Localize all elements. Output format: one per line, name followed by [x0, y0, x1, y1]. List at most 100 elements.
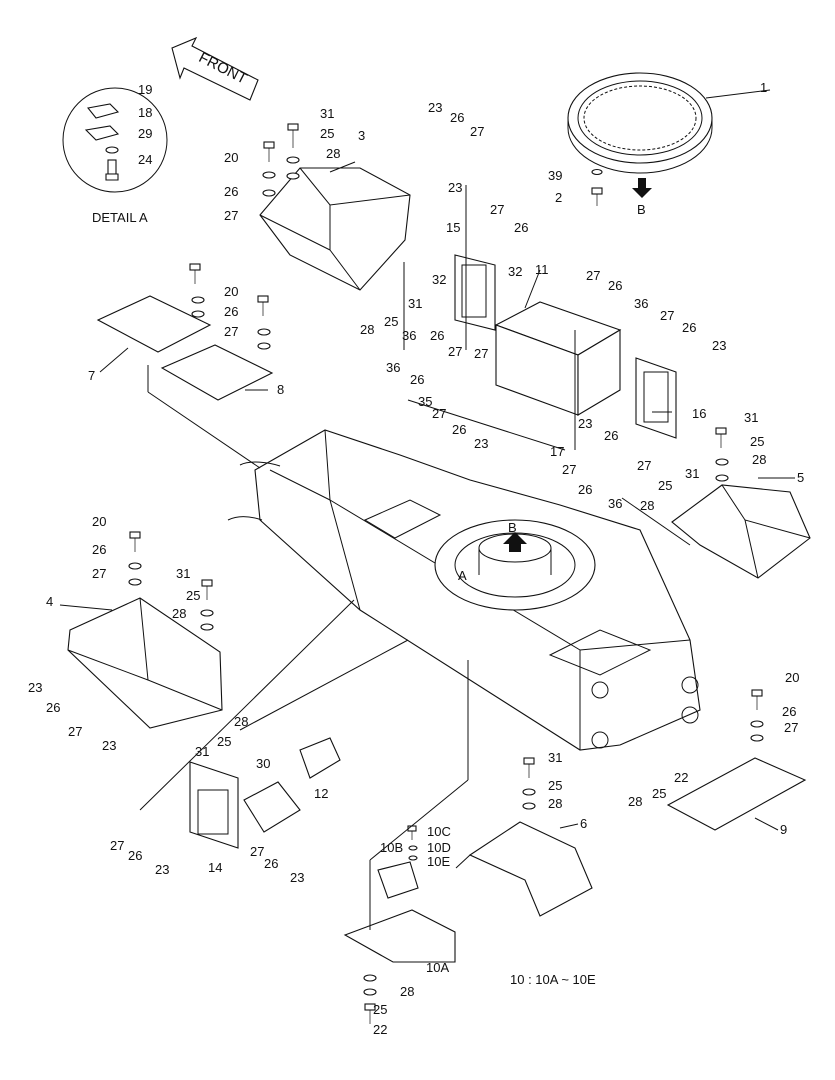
callout-23-h: 23 [155, 862, 169, 877]
callout-17: 17 [550, 444, 564, 459]
callout-29: 29 [138, 126, 152, 141]
callout-9: 9 [780, 822, 787, 837]
bracket-15 [454, 254, 496, 331]
callout-30: 30 [256, 756, 270, 771]
callout-36-a: 36 [402, 328, 416, 343]
callout-36-c: 36 [634, 296, 648, 311]
callout-27-i: 27 [432, 406, 446, 421]
callout-27-c: 27 [224, 324, 238, 339]
callout-26-b: 26 [224, 184, 238, 199]
callout-27-k: 27 [637, 458, 651, 473]
callout-25-i: 25 [373, 1002, 387, 1017]
callout-27-j: 27 [562, 462, 576, 477]
callout-23-b: 23 [448, 180, 462, 195]
callout-18: 18 [138, 105, 152, 120]
callout-23-g: 23 [102, 738, 116, 753]
callout-27-p: 27 [250, 844, 264, 859]
callout-27-b: 27 [224, 208, 238, 223]
detail-a: DETAIL A [62, 87, 168, 225]
callout-16: 16 [692, 406, 706, 421]
callout-26-j: 26 [604, 428, 618, 443]
callout-28-g: 28 [548, 796, 562, 811]
bracket-10a [343, 861, 456, 963]
callout-15: 15 [446, 220, 460, 235]
callout-35: 35 [418, 394, 432, 409]
callout-20-d: 20 [785, 670, 799, 685]
callout-31-g: 31 [548, 750, 562, 765]
callout-1: 1 [760, 80, 767, 95]
callout-20-a: 20 [224, 150, 238, 165]
parts-30-12 [243, 737, 341, 833]
view-a: A [458, 568, 467, 583]
callout-23-f: 23 [28, 680, 42, 695]
view-b-top: B [637, 202, 646, 217]
cover-3 [259, 167, 411, 291]
callout-27-l: 27 [92, 566, 106, 581]
view-arrow-b-top: B [632, 178, 652, 217]
callout-25-a: 25 [320, 126, 334, 141]
callout-36-d: 36 [608, 496, 622, 511]
callout-10a: 10A [426, 960, 449, 975]
callout-23-i: 23 [290, 870, 304, 885]
cover-6 [455, 821, 593, 917]
upper-frame: B A [227, 429, 701, 751]
callout-4: 4 [46, 594, 53, 609]
callout-27-m: 27 [68, 724, 82, 739]
callout-19: 19 [138, 82, 152, 97]
callout-26-a: 26 [450, 110, 464, 125]
callout-24: 24 [138, 152, 152, 167]
callout-36-b: 36 [386, 360, 400, 375]
callout-26-m: 26 [46, 700, 60, 715]
callout-32-b: 32 [508, 264, 522, 279]
callout-27-e: 27 [586, 268, 600, 283]
callouts: 1 2 39 3 4 5 6 7 8 9 10A 10B 10C 10D 10E… [28, 80, 804, 1037]
callout-8: 8 [277, 382, 284, 397]
bracket-16 [635, 357, 677, 439]
callout-25-f: 25 [217, 734, 231, 749]
callout-14: 14 [208, 860, 222, 875]
callout-26-n: 26 [782, 704, 796, 719]
detail-a-label: DETAIL A [92, 210, 148, 225]
callout-25-e: 25 [186, 588, 200, 603]
callout-28-a: 28 [326, 146, 340, 161]
callout-11: 11 [535, 262, 549, 277]
note-10: 10 : 10A ~ 10E [510, 972, 596, 987]
callout-26-k: 26 [578, 482, 592, 497]
callout-31-b: 31 [408, 296, 422, 311]
callout-23-d: 23 [474, 436, 488, 451]
callout-26-e: 26 [608, 278, 622, 293]
callout-20-b: 20 [224, 284, 238, 299]
callout-26-l: 26 [92, 542, 106, 557]
callout-25-d: 25 [658, 478, 672, 493]
callout-32-a: 32 [432, 272, 446, 287]
callout-26-g: 26 [430, 328, 444, 343]
callout-5: 5 [797, 470, 804, 485]
callout-26-d: 26 [514, 220, 528, 235]
callout-26-f: 26 [682, 320, 696, 335]
callout-27-g: 27 [448, 344, 462, 359]
plates-7-8 [96, 295, 274, 401]
callout-26-o: 26 [128, 848, 142, 863]
bracket-14 [189, 761, 239, 849]
callout-25-h: 25 [652, 786, 666, 801]
callout-31-c: 31 [744, 410, 758, 425]
callout-26-p: 26 [264, 856, 278, 871]
callout-22-a: 22 [674, 770, 688, 785]
callout-28-e: 28 [172, 606, 186, 621]
callout-10c: 10C [427, 824, 451, 839]
fasteners [128, 123, 764, 1024]
callout-39: 39 [548, 168, 562, 183]
callout-31-e: 31 [176, 566, 190, 581]
callout-26-c: 26 [224, 304, 238, 319]
callout-28-d: 28 [640, 498, 654, 513]
callout-26-h: 26 [410, 372, 424, 387]
cover-5 [671, 484, 811, 579]
callout-10b: 10B [380, 840, 403, 855]
callout-12: 12 [314, 786, 328, 801]
callout-6: 6 [580, 816, 587, 831]
leader-lines [139, 185, 691, 930]
callout-27-n: 27 [784, 720, 798, 735]
callout-27-o: 27 [110, 838, 124, 853]
callout-27-a: 27 [470, 124, 484, 139]
